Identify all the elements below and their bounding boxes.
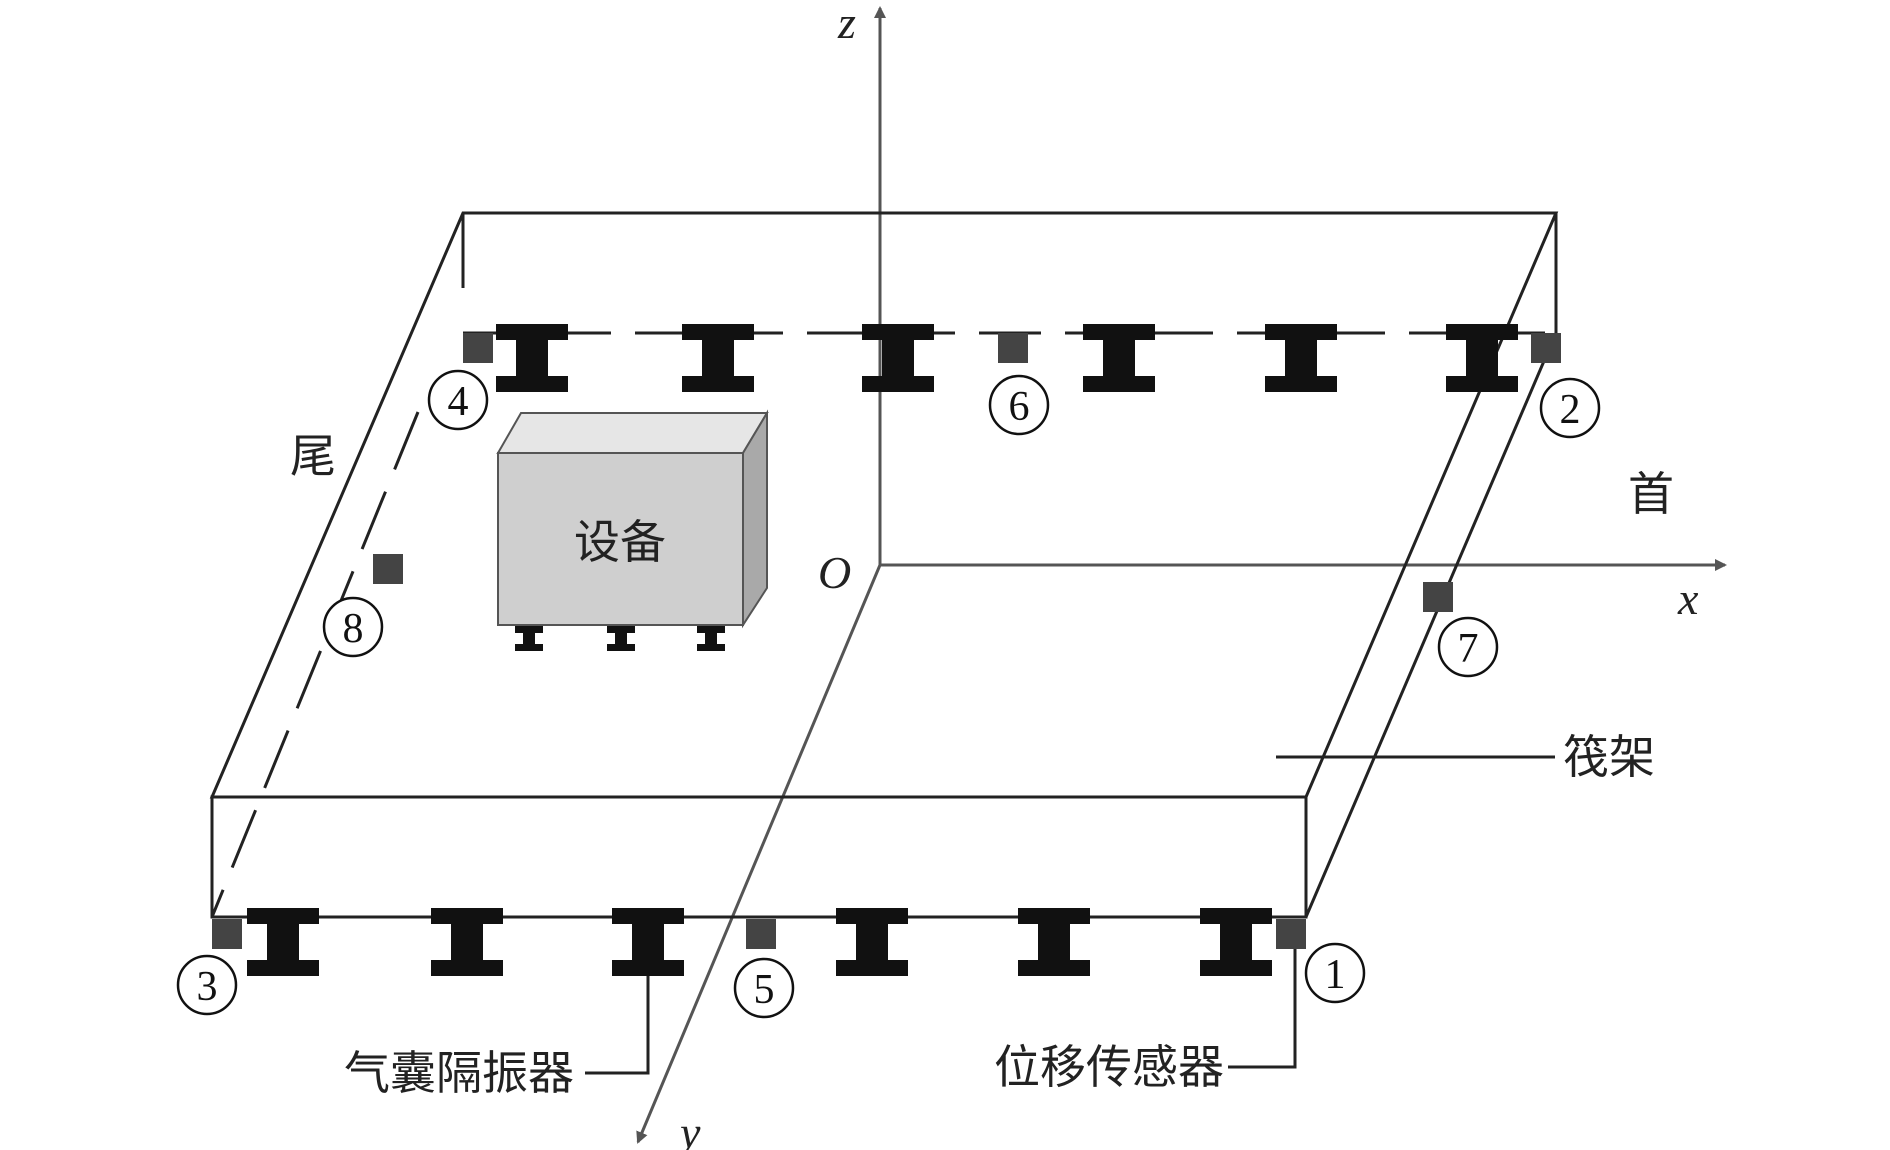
isolator-front-3 [612, 908, 684, 976]
svg-text:6: 6 [1009, 384, 1030, 430]
sensor-8-marker [373, 554, 403, 584]
equipment-top [496, 412, 769, 454]
raft-frame [209, 211, 1559, 919]
bow-label: 首 [1628, 467, 1674, 521]
isolator-back-1 [496, 324, 568, 392]
sensor-3-marker [212, 919, 242, 949]
text-labels: z x y O 尾 首 筏架 气囊隔振器 位移传感器 [290, 0, 1699, 1150]
equipment-box: 设备 [496, 409, 769, 651]
svg-text:4: 4 [448, 379, 469, 425]
equipment-label: 设备 [574, 515, 666, 569]
sensor-4-marker [463, 333, 493, 363]
equipment-front [497, 452, 744, 626]
equipment-isolator-1 [515, 626, 543, 651]
isolator-back-2 [682, 324, 754, 392]
sensor-leader [1228, 949, 1297, 1069]
equipment-isolator-2 [607, 626, 635, 651]
svg-text:1: 1 [1325, 952, 1346, 998]
isolator-front-6 [1200, 908, 1272, 976]
axes [636, 6, 1727, 1144]
raft-right-bottom-edge [1304, 332, 1558, 918]
origin-label: O [818, 547, 851, 598]
sensor-6-marker [998, 333, 1028, 363]
svg-text:2: 2 [1560, 387, 1581, 433]
x-axis-label: x [1677, 573, 1699, 624]
equipment-isolator-3 [697, 626, 725, 651]
svg-text:8: 8 [343, 606, 364, 652]
isolator-leader [585, 976, 650, 1075]
isolator-front-5 [1018, 908, 1090, 976]
sensor-2-marker [1531, 333, 1561, 363]
isolator-back-5 [1265, 324, 1337, 392]
sensor-2-badge: 2 [1539, 377, 1601, 439]
svg-text:7: 7 [1458, 626, 1479, 672]
sensor-4-badge: 4 [427, 369, 489, 431]
isolator-back-3 [862, 324, 934, 392]
isolator-front-2 [431, 908, 503, 976]
z-axis-label: z [837, 0, 856, 48]
displacement-sensors [212, 333, 1561, 949]
isolator-label: 气囊隔振器 [344, 1046, 574, 1100]
raft-label: 筏架 [1563, 730, 1655, 784]
sensor-label: 位移传感器 [994, 1040, 1224, 1094]
svg-text:5: 5 [754, 967, 775, 1013]
sensor-6-badge: 6 [988, 374, 1050, 436]
y-axis-label: y [676, 1107, 701, 1150]
isolator-back-4 [1083, 324, 1155, 392]
isolator-back-6 [1446, 324, 1518, 392]
sensor-numbers: 1 2 3 4 5 6 7 8 [176, 369, 1601, 1019]
sensor-7-badge: 7 [1437, 616, 1499, 678]
sensor-7-marker [1423, 582, 1453, 612]
sensor-3-badge: 3 [176, 954, 238, 1016]
raft-top-face [209, 211, 1559, 799]
isolator-front-4 [836, 908, 908, 976]
sensor-1-marker [1276, 919, 1306, 949]
isolator-front-1 [247, 908, 319, 976]
y-axis [636, 564, 882, 1144]
svg-text:3: 3 [197, 964, 218, 1010]
raft-front-face [210, 795, 1308, 919]
sensor-5-marker [746, 919, 776, 949]
sensor-1-badge: 1 [1304, 942, 1366, 1004]
sensor-8-badge: 8 [322, 596, 384, 658]
stern-label: 尾 [290, 429, 336, 483]
sensor-5-badge: 5 [733, 957, 795, 1019]
leader-lines [585, 755, 1555, 1075]
raft-hidden-left-bottom-edge [210, 411, 420, 918]
